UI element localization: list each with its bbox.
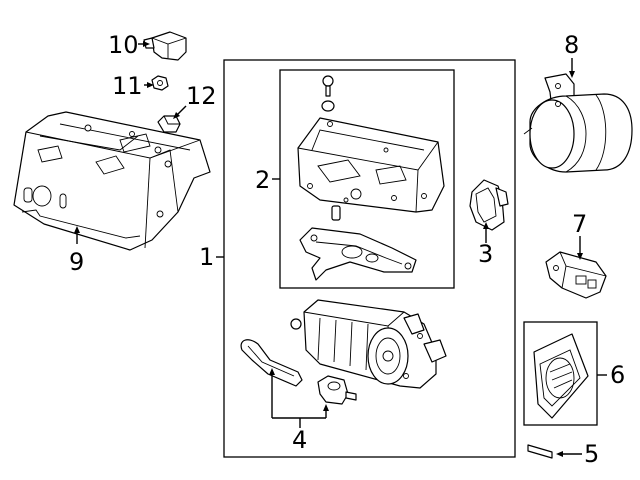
callout-5: 5	[584, 440, 599, 468]
hose-icon	[240, 339, 303, 387]
relay-icon	[469, 179, 509, 231]
clip-icon	[157, 115, 181, 133]
callout-1: 1	[199, 243, 214, 271]
valve-icon	[317, 375, 357, 405]
air-compressor-icon	[290, 299, 447, 389]
callout-11: 11	[112, 72, 143, 100]
leader-lines	[74, 41, 607, 457]
pad-icon	[533, 333, 589, 419]
callout-2: 2	[255, 166, 270, 194]
label-frame	[523, 321, 598, 426]
pin-icon	[527, 444, 553, 459]
sensor-icon	[143, 31, 187, 61]
callout-10: 10	[108, 31, 139, 59]
callout-7: 7	[572, 210, 587, 238]
air-tank-icon	[523, 73, 633, 173]
callout-8: 8	[564, 31, 579, 59]
mounting-bracket-icon	[297, 75, 445, 281]
callout-3: 3	[478, 240, 493, 268]
assembly-frame	[223, 59, 516, 458]
nut-icon	[151, 75, 169, 91]
callout-6: 6	[610, 361, 625, 389]
callout-12: 12	[186, 82, 217, 110]
module-icon	[545, 251, 607, 299]
engine-cover-icon	[13, 111, 211, 251]
callout-9: 9	[69, 248, 84, 276]
callout-4: 4	[292, 426, 307, 454]
